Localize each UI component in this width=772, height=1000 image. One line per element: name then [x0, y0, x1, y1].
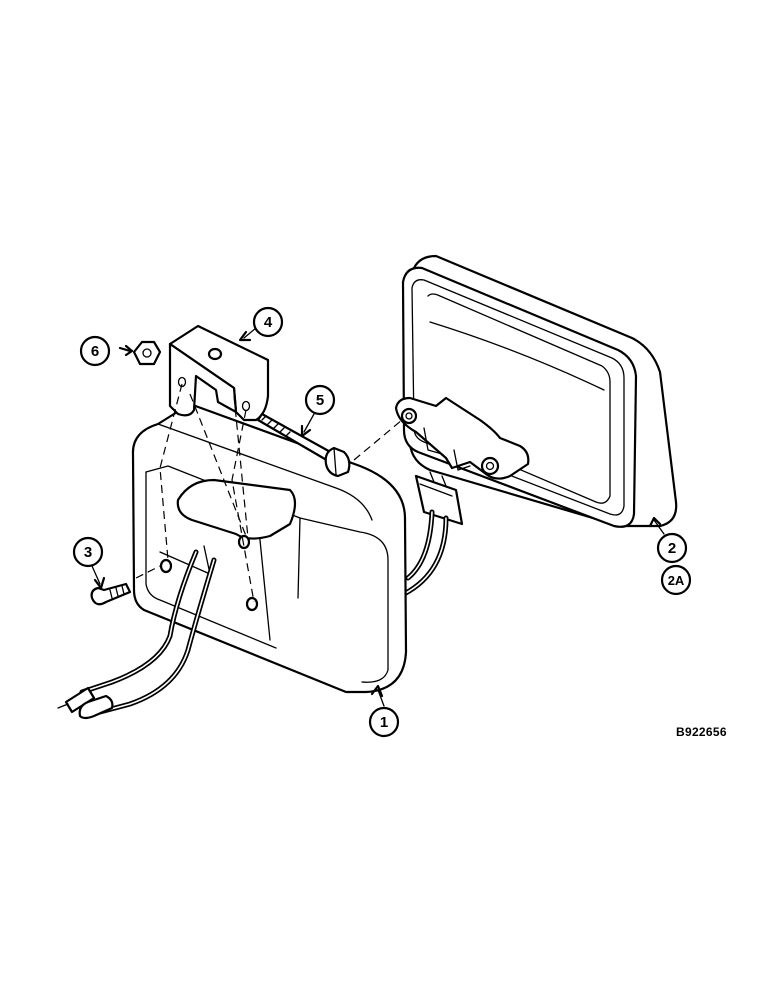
pigtail-wires: [57, 549, 217, 720]
mounting-bracket: [168, 324, 270, 422]
callout-label-3: 3: [84, 544, 92, 561]
assembly-lines: [135, 383, 403, 603]
callout-label-6: 6: [91, 343, 99, 360]
callout-4: 4: [238, 306, 284, 342]
lamp-housing: [131, 402, 408, 694]
callout-label-2: 2: [668, 540, 676, 557]
callout-1: 1: [368, 684, 400, 738]
callout-6: 6: [79, 335, 111, 367]
callout-label-1: 1: [380, 714, 388, 731]
wire-connector-plug: [401, 471, 464, 597]
callout-label-2a: 2A: [668, 573, 685, 588]
hex-nut: [118, 340, 162, 366]
drawing-reference-code: B922656: [676, 725, 727, 739]
callout-2a: 2A: [660, 564, 692, 596]
callout-3: 3: [72, 536, 106, 590]
work-lamp-head: [394, 254, 678, 528]
callout-label-4: 4: [264, 314, 273, 331]
callout-2: 2: [648, 516, 688, 564]
callout-5: 5: [300, 384, 336, 438]
hex-bolt: [256, 412, 351, 478]
screw: [90, 582, 132, 606]
callout-label-5: 5: [316, 392, 324, 409]
